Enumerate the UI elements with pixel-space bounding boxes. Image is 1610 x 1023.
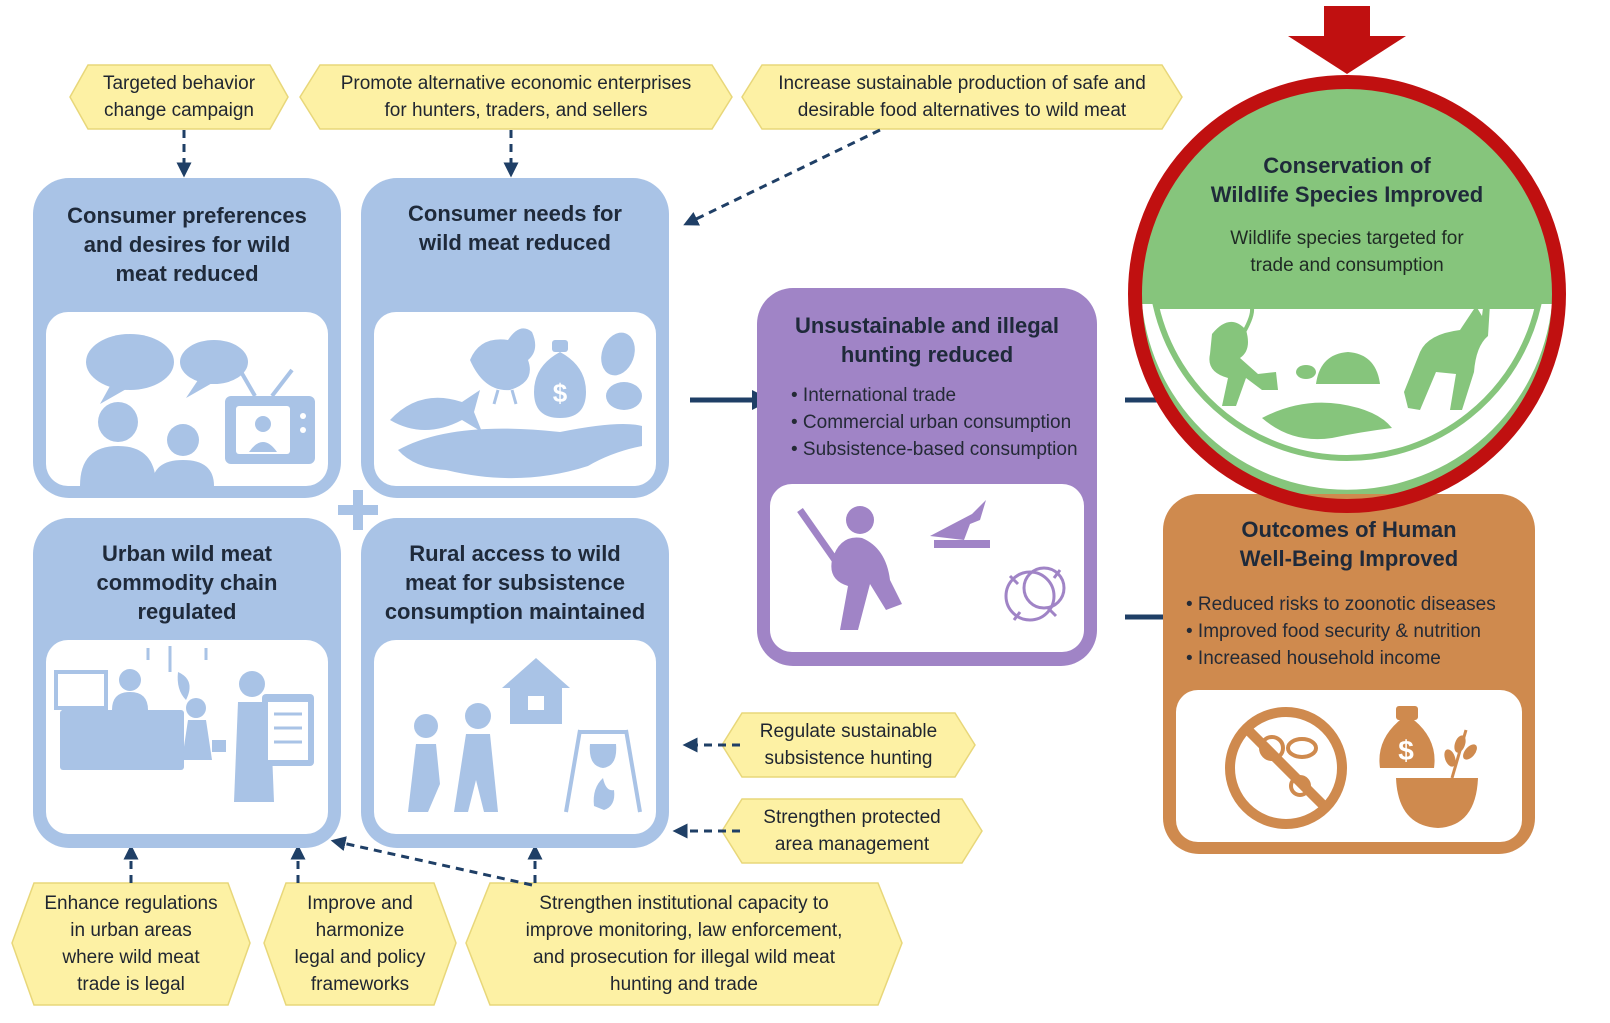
hexagon-label-institutional: Strengthen institutional capacity to imp… <box>525 893 843 995</box>
box-wellbeing: $ <box>1163 494 1535 854</box>
hexagon-protected-areas <box>721 798 983 864</box>
svg-text:$: $ <box>553 378 568 408</box>
title-consumer-preferences: Consumer preferences and desires for wil… <box>67 202 307 286</box>
dashed-arrow-alternatives <box>683 128 881 226</box>
title-wellbeing: Outcomes of Human Well-Being Improved <box>1239 517 1459 571</box>
shopper-icon <box>182 698 226 760</box>
hand-icon <box>398 424 642 479</box>
dashed-arrow-institutional-urban <box>330 836 533 887</box>
hexagon-label-urban-regs: Enhance regulations in urban areas where… <box>44 893 218 995</box>
hexagon-label-protected: Strengthen protected area management <box>763 807 941 855</box>
no-disease-icon <box>1225 707 1347 829</box>
fish-icon <box>390 390 482 432</box>
house-icon <box>502 658 570 724</box>
box-hunting-reduced <box>757 288 1097 666</box>
bullet-subsistence: • Subsistence-based consumption <box>791 439 1078 460</box>
hexagon-regulate-subsistence <box>721 712 976 778</box>
box-rural-access <box>361 518 669 848</box>
bullet-household-income: • Increased household income <box>1186 648 1441 669</box>
wellbeing-bullets: • Reduced risks to zoonotic diseases • I… <box>1186 591 1496 672</box>
tortoise-icon <box>1296 352 1380 384</box>
highlight-ring <box>1128 75 1566 513</box>
hexagon-harmonize-frameworks <box>263 882 457 1006</box>
hexagon-label-behavior: Targeted behavior change campaign <box>102 73 256 121</box>
box-consumer-preferences <box>33 178 341 498</box>
hunting-bullets: • International trade • Commercial urban… <box>791 382 1078 463</box>
hexagon-label-harmonize: Improve and harmonize legal and policy f… <box>294 893 426 995</box>
subtitle-conservation: Wildlife species targeted for trade and … <box>1230 228 1464 276</box>
income-food-icon: $ <box>1379 706 1478 828</box>
beans-icon <box>601 332 642 410</box>
antelope-icon <box>1404 300 1490 410</box>
bullet-commercial-urban: • Commercial urban consumption <box>791 412 1072 433</box>
snare-trap-icon <box>930 500 990 548</box>
bullet-zoonotic: • Reduced risks to zoonotic diseases <box>1186 594 1496 615</box>
hexagon-label-alternatives: Increase sustainable production of safe … <box>778 73 1146 121</box>
hexagon-label-regulate: Regulate sustainable subsistence hunting <box>759 721 938 769</box>
svg-text:$: $ <box>1398 735 1414 766</box>
people-walking-icon <box>408 703 498 812</box>
hexagon-food-alternatives <box>741 64 1183 130</box>
television-icon <box>225 368 315 464</box>
title-urban-chain: Urban wild meat commodity chain regulate… <box>96 540 278 624</box>
bullet-food-security: • Improved food security & nutrition <box>1186 621 1481 642</box>
hexagon-urban-regulations <box>11 882 251 1006</box>
hexagon-institutional-capacity <box>465 882 903 1006</box>
title-hunting-reduced: Unsustainable and illegal hunting reduce… <box>794 313 1060 367</box>
plus-icon <box>338 490 378 530</box>
title-consumer-needs: Consumer needs for wild meat reduced <box>408 201 622 255</box>
barbed-wire-icon <box>1004 566 1066 622</box>
cooking-fire-icon <box>564 729 642 813</box>
hexagon-alternative-enterprises <box>299 64 733 130</box>
box-consumer-needs: $ <box>361 178 669 498</box>
inspector-icon <box>234 671 314 802</box>
highlight-arrow-icon <box>1288 6 1406 74</box>
chicken-icon <box>470 328 536 405</box>
pangolin-icon <box>1262 402 1392 440</box>
family-icon <box>80 402 214 486</box>
monkey-icon <box>1209 298 1278 406</box>
hunter-with-rifle-icon <box>797 506 902 630</box>
box-urban-chain <box>33 518 341 848</box>
speech-bubble-icon <box>86 334 248 404</box>
circle-conservation <box>1141 88 1553 500</box>
money-bag-icon: $ <box>534 340 586 418</box>
bullet-international-trade: • International trade <box>791 385 957 406</box>
market-stall-icon <box>54 646 208 770</box>
hexagon-behavior-campaign <box>69 64 289 130</box>
hexagon-label-enterprises: Promote alternative economic enterprises… <box>340 73 692 121</box>
title-conservation: Conservation of Wildlife Species Improve… <box>1210 153 1484 207</box>
title-rural-access: Rural access to wild meat for subsistenc… <box>384 540 646 624</box>
